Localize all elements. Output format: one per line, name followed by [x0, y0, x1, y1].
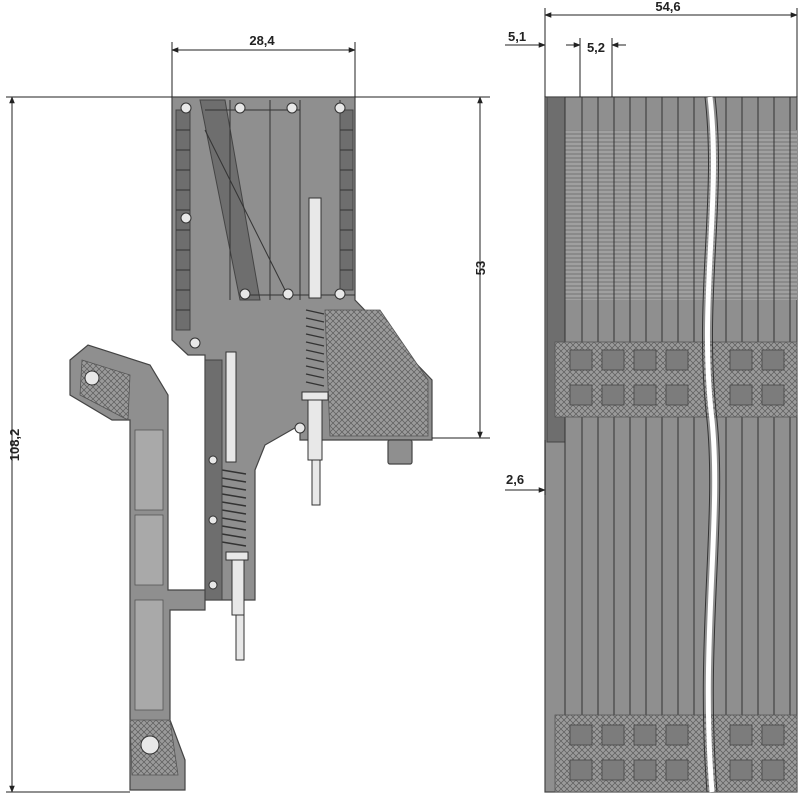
side-view — [69, 96, 433, 791]
dimension-module-height: 53 — [355, 96, 490, 439]
break-line — [704, 96, 718, 793]
dim-label-top-width: 28,4 — [249, 33, 275, 48]
dim-label-module-height: 53 — [473, 261, 488, 275]
front-view — [544, 96, 798, 793]
dimension-pitch: 5,2 — [566, 38, 626, 97]
dim-label-first-offset: 5,1 — [508, 29, 526, 44]
dimension-total-height: 108,2 — [6, 96, 172, 793]
dimension-first-offset: 5,1 — [505, 29, 546, 48]
terminal-block-section — [324, 309, 429, 437]
dimension-top-width: 28,4 — [171, 33, 356, 97]
dim-label-bottom-offset: 2,6 — [506, 472, 524, 487]
upper-spring — [305, 309, 325, 387]
dimension-bottom-offset: 2,6 — [505, 440, 546, 495]
dimension-overall-width: 54,6 — [544, 0, 798, 97]
upper-contact-rod — [308, 197, 322, 299]
dim-label-pitch: 5,2 — [587, 40, 605, 55]
dim-label-overall-width: 54,6 — [655, 0, 680, 14]
dim-label-total-height: 108,2 — [7, 429, 22, 462]
lower-spring — [221, 469, 247, 547]
lower-contact-rod — [225, 351, 237, 463]
